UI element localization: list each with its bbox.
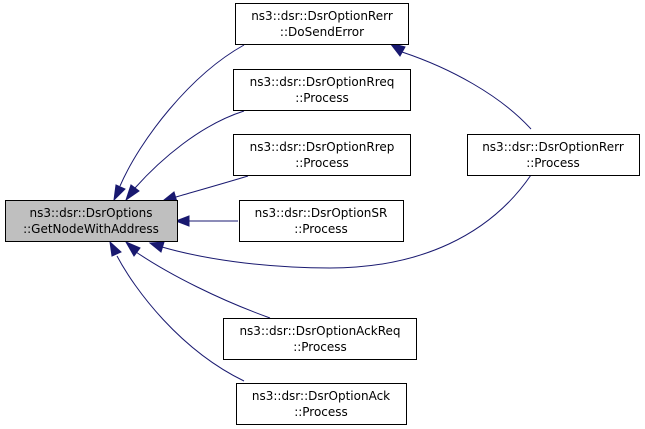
node-label-line2: ::DoSendError [280,25,364,39]
node-rrep-process[interactable]: ns3::dsr::DsrOptionRrep ::Process [233,134,411,176]
edge-rerr-process-to-getnode [161,174,532,269]
arrowhead-rerr-process [148,241,165,253]
node-rreq-process[interactable]: ns3::dsr::DsrOptionRreq ::Process [233,69,411,111]
arrowhead-dosenderror [113,184,126,202]
node-label-line1: ns3::dsr::DsrOptionAckReq [239,324,400,338]
node-box [236,383,407,425]
node-box [239,200,404,242]
node-get-node-with-address[interactable]: ns3::dsr::DsrOptions ::GetNodeWithAddres… [5,200,178,242]
node-label-line2: ::Process [295,91,349,105]
node-label-line2: ::Process [526,156,580,170]
node-box [5,200,178,242]
arrowhead-ack [109,240,122,257]
edge-rreq-to-getnode [134,110,245,189]
edges [109,42,532,382]
edge-rerr-process-to-dosenderror [401,51,532,130]
arrowhead-sr [174,215,190,227]
node-label-line2: ::Process [293,340,347,354]
arrowhead-rreq [125,184,140,202]
node-label-line1: ns3::dsr::DsrOptionRrep [250,140,395,154]
node-rerr-process[interactable]: ns3::dsr::DsrOptionRerr ::Process [467,134,640,176]
node-ack-process[interactable]: ns3::dsr::DsrOptionAck ::Process [236,383,407,425]
node-ackreq-process[interactable]: ns3::dsr::DsrOptionAckReq ::Process [223,318,417,360]
node-label-line1: ns3::dsr::DsrOptionRerr [482,140,624,154]
arrowhead-ackreq [124,240,141,257]
node-label-line2: ::GetNodeWithAddress [23,222,159,236]
node-label-line2: ::Process [294,405,348,419]
edge-ackreq-to-getnode [135,251,271,319]
node-box [467,134,640,176]
node-label-line1: ns3::dsr::DsrOptionRerr [251,9,393,23]
node-label-line1: ns3::dsr::DsrOptionRreq [250,75,395,89]
node-box [233,69,411,111]
node-sr-process[interactable]: ns3::dsr::DsrOptionSR ::Process [239,200,404,242]
edge-rrep-to-getnode [175,175,249,198]
node-rerr-do-send-error[interactable]: ns3::dsr::DsrOptionRerr ::DoSendError [235,3,409,45]
node-label-line1: ns3::dsr::DsrOptions [30,206,153,220]
node-box [233,134,411,176]
node-label-line2: ::Process [295,156,349,170]
node-box [235,3,409,45]
node-label-line1: ns3::dsr::DsrOptionAck [252,389,390,403]
node-label-line1: ns3::dsr::DsrOptionSR [255,206,388,220]
node-label-line2: ::Process [294,222,348,236]
edge-ack-to-getnode [116,255,245,382]
node-box [223,318,417,360]
edge-dosenderror-to-getnode [119,44,245,187]
